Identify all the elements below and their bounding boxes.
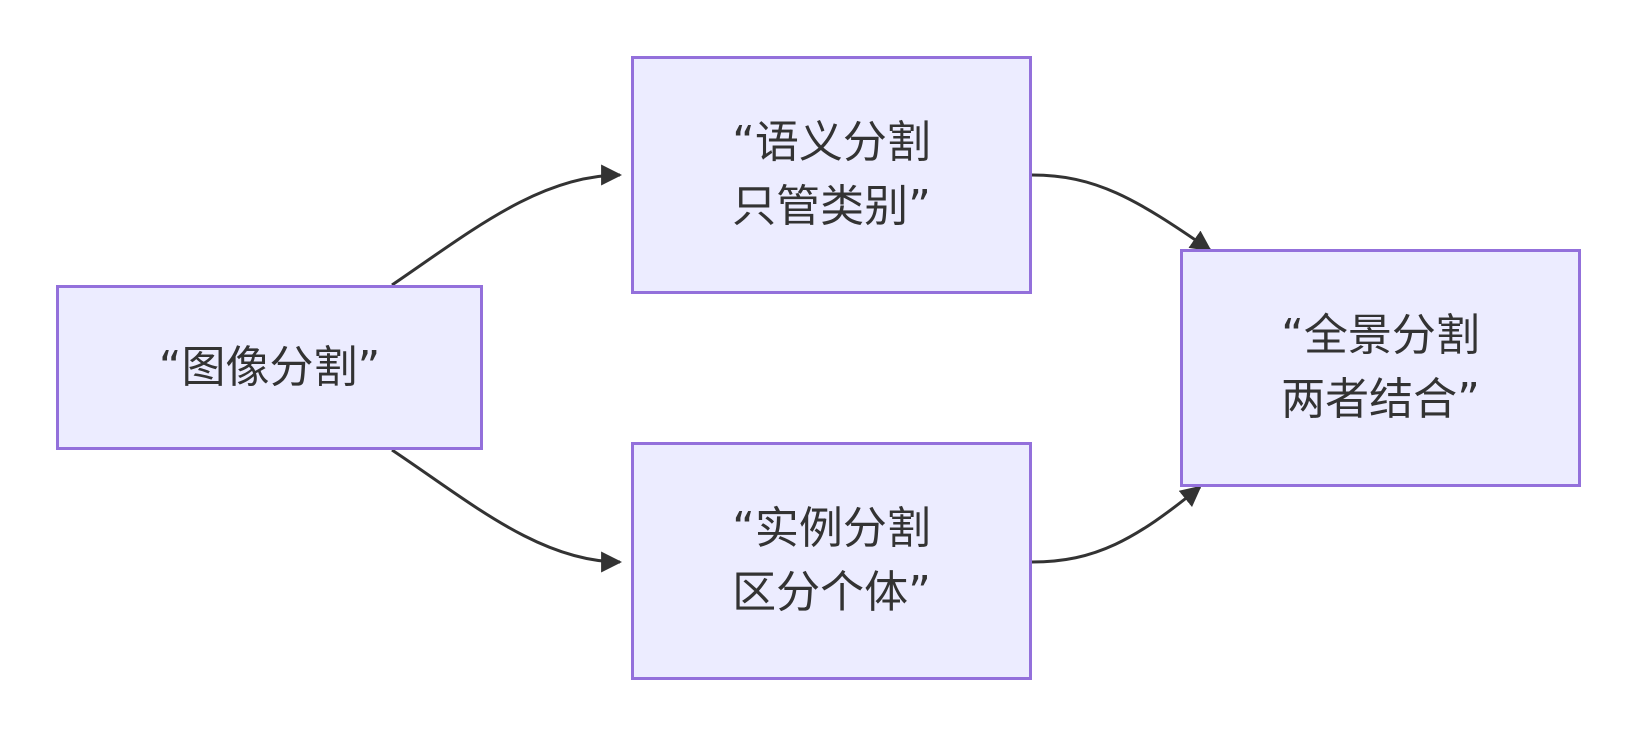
node-instance-segmentation: “实例分割 区分个体” [631, 442, 1032, 680]
node-label-line: “全景分割 [1281, 310, 1480, 361]
node-panoptic-segmentation: “全景分割 两者结合” [1180, 249, 1581, 487]
node-semantic-segmentation: “语义分割 只管类别” [631, 56, 1032, 294]
edge-instance-to-panoptic [1031, 485, 1202, 564]
node-label-line: “实例分割 [732, 503, 931, 554]
node-label-line: “语义分割 [732, 117, 931, 168]
node-label-line: “图像分割” [158, 341, 381, 393]
edge-root-to-semantic [391, 164, 623, 287]
node-label-line: 区分个体” [732, 567, 931, 618]
node-label-line: 两者结合” [1281, 374, 1480, 425]
node-image-segmentation: “图像分割” [56, 285, 483, 450]
edge-root-to-instance [391, 448, 623, 573]
node-label-line: 只管类别” [732, 181, 931, 232]
edge-semantic-to-panoptic [1031, 173, 1212, 252]
